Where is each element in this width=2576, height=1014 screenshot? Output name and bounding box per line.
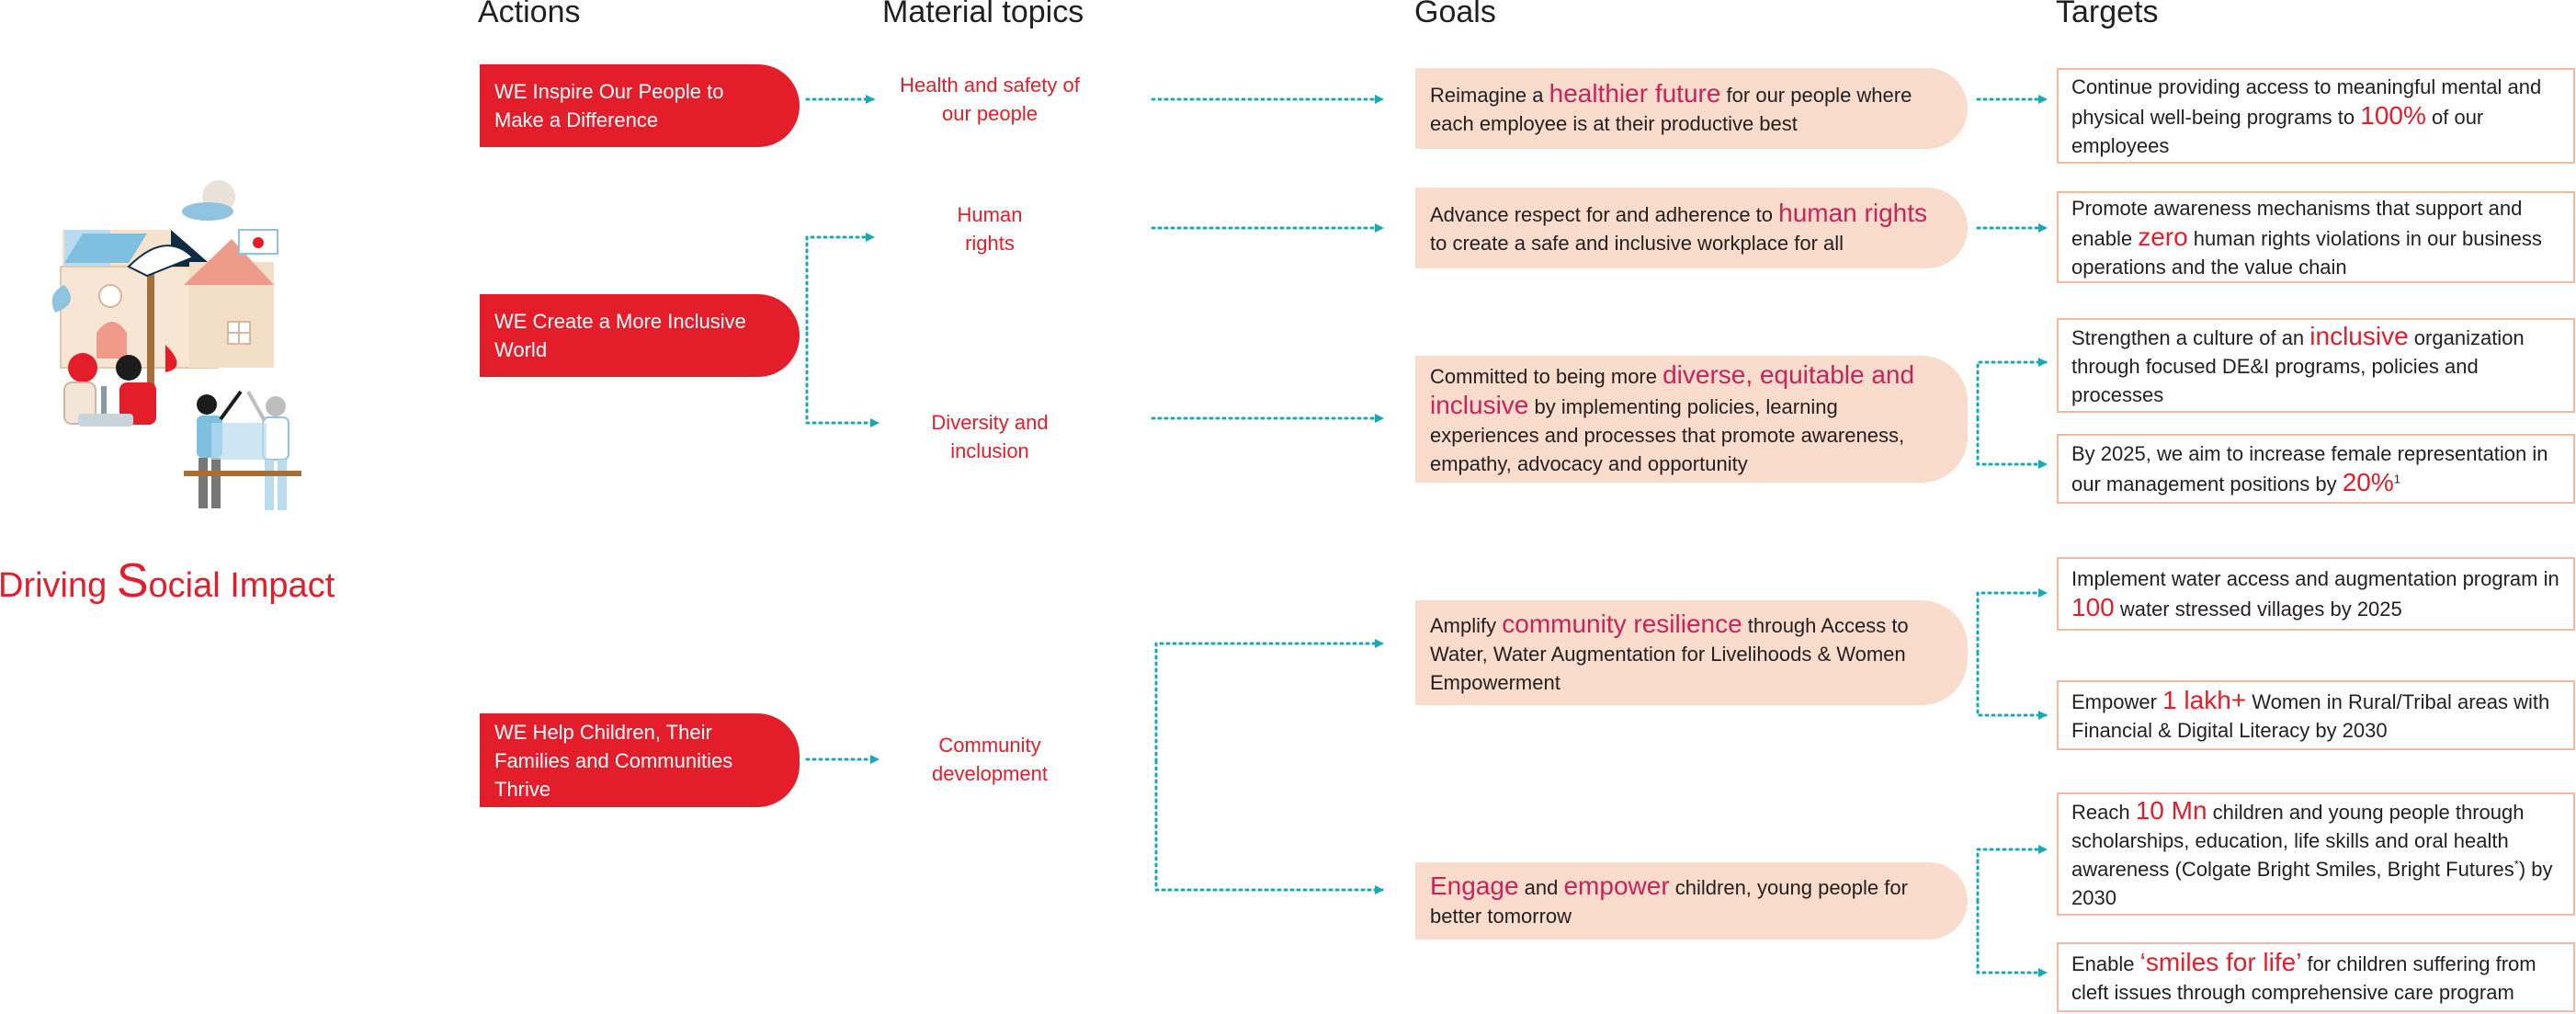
arrow-icon (805, 233, 875, 331)
topic-community-development: Community development (932, 734, 1048, 785)
page-title: Driving Social Impact (0, 554, 335, 608)
community-illustration (51, 180, 301, 510)
arrow-icon (1976, 899, 2048, 977)
target-empower-women: Empower 1 lakh+ Women in Rural/Tribal ar… (2057, 680, 2575, 750)
action-help-children: WE Help Children, Their Families and Com… (480, 713, 800, 807)
arrow-icon (1976, 845, 2048, 903)
target-highlight: inclusive (2309, 322, 2409, 350)
goal-highlight: community resilience (1502, 609, 1742, 638)
goal-healthier-future: Reimagine a healthier future for our peo… (1415, 68, 1968, 149)
arrow-icon (805, 331, 879, 427)
goal-highlight: Engage (1430, 872, 1519, 900)
goal-highlight: empower (1563, 872, 1670, 900)
goal-dei: Committed to being more diverse, equitab… (1415, 356, 1968, 483)
arrow-icon (1976, 588, 2048, 655)
target-inclusive-culture: Strengthen a culture of an inclusive org… (2057, 318, 2575, 413)
goal-engage-empower: Engage and empower children, young peopl… (1415, 862, 1968, 940)
arrow-icon (1976, 358, 2048, 420)
action-label: WE Help Children, Their Families and Com… (494, 720, 733, 801)
target-female-representation: By 2025, we aim to increase female repre… (2057, 434, 2575, 504)
target-highlight: 100% (2360, 100, 2426, 130)
target-water-access: Implement water access and augmentation … (2057, 557, 2575, 631)
header-targets: Targets (2056, 0, 2159, 29)
target-highlight: 1 lakh+ (2162, 686, 2247, 714)
arrow-icon (1976, 651, 2048, 720)
target-reach-children: Reach 10 Mn children and young people th… (2057, 792, 2575, 916)
arrow-icon (1154, 759, 1384, 894)
goal-community-resilience: Amplify community resilience through Acc… (1415, 600, 1968, 705)
target-human-rights: Promote awareness mechanisms that suppor… (2057, 191, 2575, 283)
target-highlight: 10 Mn (2135, 796, 2207, 825)
goal-highlight: diverse, equitable and inclusive (1430, 360, 1915, 419)
action-inclusive-world: WE Create a More Inclusive World (480, 294, 800, 377)
target-highlight: 20% (2342, 468, 2394, 496)
header-goals: Goals (1414, 0, 1496, 29)
arrow-icon (1976, 416, 2048, 469)
target-smiles-for-life: Enable ‘smiles for life’ for children su… (2057, 942, 2575, 1012)
goal-highlight: healthier future (1549, 79, 1721, 108)
action-label: WE Inspire Our People to Make a Differen… (494, 80, 724, 131)
action-label: WE Create a More Inclusive World (494, 310, 746, 361)
action-inspire-people: WE Inspire Our People to Make a Differen… (480, 64, 800, 147)
header-actions: Actions (478, 0, 581, 29)
goal-human-rights: Advance respect for and adherence to hum… (1415, 188, 1968, 268)
target-highlight: ‘smiles for life’ (2139, 948, 2302, 976)
target-wellbeing: Continue providing access to meaningful … (2057, 68, 2575, 164)
topic-diversity-inclusion: Diversity and inclusion (931, 411, 1049, 462)
topic-human-rights: Human rights (957, 203, 1023, 255)
target-highlight: 100 (2071, 593, 2115, 621)
header-material-topics: Material topics (882, 0, 1084, 29)
arrow-icon (1154, 639, 1384, 763)
goal-highlight: human rights (1778, 199, 1928, 227)
topic-health-safety: Health and safety of our people (900, 74, 1080, 125)
target-highlight: zero (2138, 222, 2188, 251)
